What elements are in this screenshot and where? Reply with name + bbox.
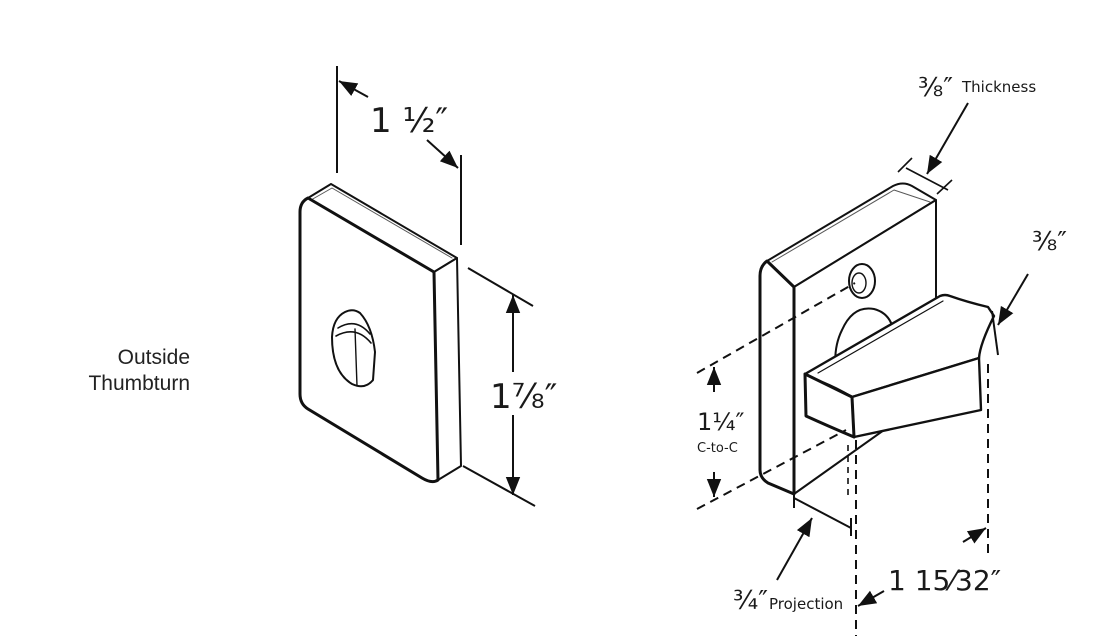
thickness-dimension (897, 102, 969, 195)
lever-projection-arrow-right (962, 527, 987, 544)
projection-label: Projection (769, 595, 843, 613)
lever-side-face (803, 372, 856, 439)
left-width-dimension (336, 66, 462, 245)
right-lever (803, 293, 996, 439)
right-rose-side-face (758, 259, 796, 496)
lever-projection-arrow-left (857, 590, 885, 607)
right-rose-top-face (766, 182, 937, 288)
lever-thickness-dimension (991, 273, 1029, 356)
caption-line-1: Outside (117, 346, 190, 369)
width-arrow-left (338, 80, 369, 98)
projection-dimension (776, 445, 852, 581)
left-width-label: 1 ½″ (370, 101, 448, 141)
left-rose (298, 183, 462, 484)
width-arrow-right (426, 139, 459, 169)
left-height-dimension (462, 267, 536, 507)
lever-thickness-label: ⅜″ (1032, 227, 1067, 257)
thickness-dim-label: ⅜″ (918, 73, 953, 103)
center-dimension (696, 282, 856, 510)
left-height-label: 1⅞″ (490, 377, 557, 417)
lever-projection-label: 1 15⁄32″ (888, 564, 1001, 597)
caption: Outside Thumbturn (40, 345, 190, 397)
thickness-leader (926, 102, 969, 175)
screw-hole (848, 263, 876, 299)
center-label: C-to-C (697, 441, 738, 456)
projection-dim-label: ¾″ (733, 586, 768, 616)
left-thumbturn (331, 309, 376, 388)
projection-leader (776, 517, 813, 581)
center-dim-label: 1¼″ (697, 408, 745, 436)
thickness-label: Thickness (961, 78, 1036, 96)
caption-line-2: Thumbturn (88, 372, 190, 395)
lever-thickness-leader (997, 273, 1029, 326)
lever-projection-dimension (855, 364, 989, 636)
